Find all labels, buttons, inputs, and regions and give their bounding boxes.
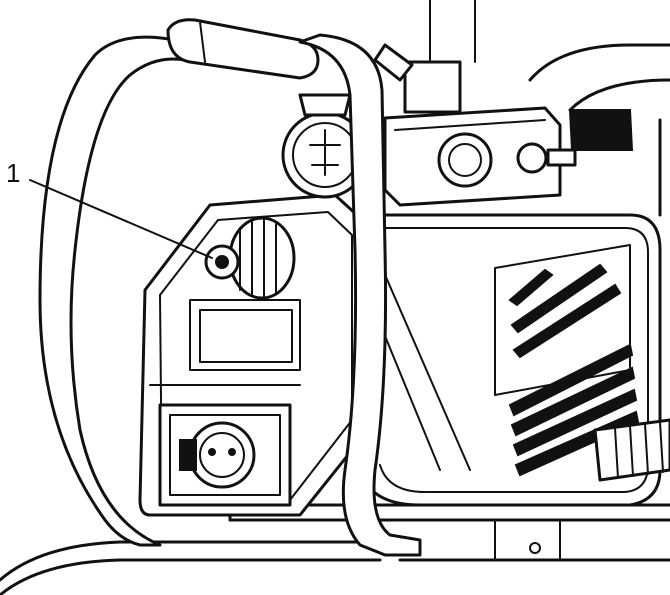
engine-block: [528, 43, 670, 217]
tube-frame: [38, 18, 422, 557]
hose-fitting: [593, 418, 670, 482]
pump-head: [373, 0, 577, 207]
pressure-gauge-icon: [281, 93, 369, 199]
callout-leader: [29, 179, 213, 259]
clamp: [568, 109, 634, 151]
callout-label-1: 1: [6, 158, 21, 188]
bottom-frame-rail: [0, 540, 670, 595]
power-socket: [158, 403, 292, 507]
pressure-control-knob: [204, 216, 296, 300]
motor-housing: [358, 213, 662, 507]
